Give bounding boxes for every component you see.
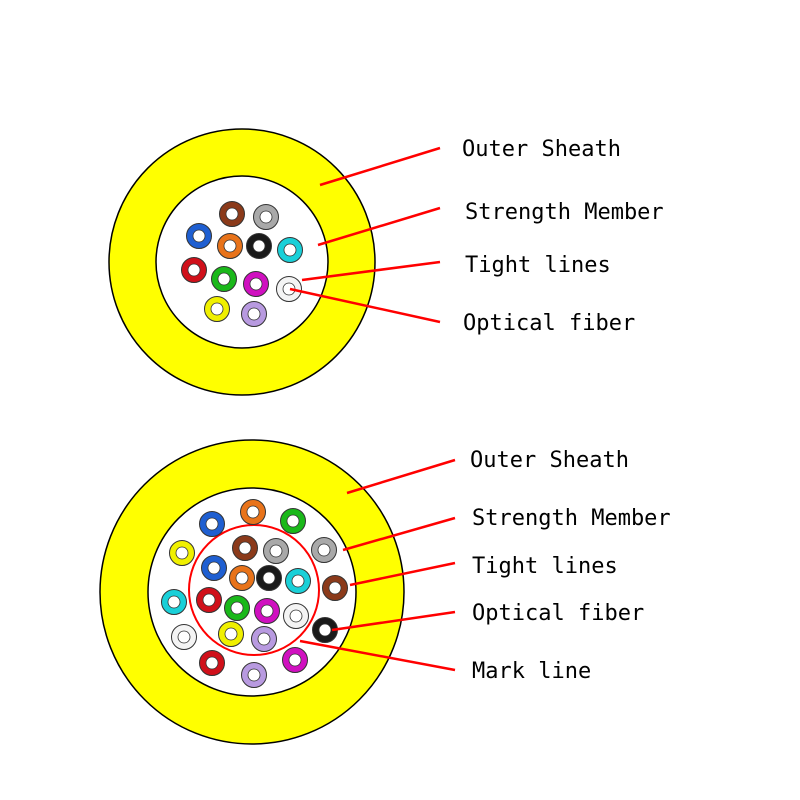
cable-2-inner-fiber-core-5 xyxy=(291,574,305,588)
cable-1-fiber-core-1 xyxy=(259,210,273,224)
cable-1-fiber-core-0 xyxy=(225,207,239,221)
cable-1-fiber-gray xyxy=(253,204,279,230)
cable-1-fiber-core-5 xyxy=(283,243,297,257)
cable-2-mark-line xyxy=(188,524,320,656)
cable-2-leader-optical-fiber xyxy=(331,610,456,632)
cable-2-leader-strength-member xyxy=(342,516,456,552)
cable-2-outer-fiber-core-2 xyxy=(286,514,300,528)
cable-2-label-optical-fiber: Optical fiber xyxy=(472,601,644,626)
cable-2-outer-fiber-aqua xyxy=(161,589,187,615)
cable-1-leader-outer-sheath xyxy=(319,146,441,187)
cable-2-inner-fiber-brown xyxy=(232,535,258,561)
cable-2-outer-fiber-orange xyxy=(240,499,266,525)
cable-2-outer-fiber-core-11 xyxy=(288,653,302,667)
cable-2-outer-fiber-core-5 xyxy=(328,581,342,595)
cable-1-fiber-white xyxy=(276,276,302,302)
cable-1-fiber-red xyxy=(181,257,207,283)
cable-1-fiber-core-4 xyxy=(252,239,266,253)
cable-2-inner-fiber-aqua xyxy=(285,568,311,594)
cable-2-outer-fiber-red xyxy=(199,650,225,676)
cable-2-outer-fiber-black xyxy=(312,617,338,643)
cable-1-fiber-violet xyxy=(241,301,267,327)
cable-2-outer-fiber-core-4 xyxy=(317,543,331,557)
cable-2-inner-fiber-white xyxy=(283,603,309,629)
cable-2-strength-member xyxy=(147,487,357,697)
cable-1-leader-tight-lines xyxy=(301,260,441,282)
cable-1-fiber-core-11 xyxy=(247,307,261,321)
cable-2-label-outer-sheath: Outer Sheath xyxy=(470,448,629,473)
cable-2-leader-outer-sheath xyxy=(346,458,456,495)
cable-2-inner-fiber-core-4 xyxy=(262,571,276,585)
cable-1-fiber-core-3 xyxy=(223,239,237,253)
cable-2-inner-fiber-core-1 xyxy=(269,544,283,558)
cable-1-fiber-core-2 xyxy=(192,229,206,243)
cable-2-inner-fiber-yellow xyxy=(218,621,244,647)
cable-2-outer-fiber-green xyxy=(280,508,306,534)
cable-1-fiber-core-8 xyxy=(249,277,263,291)
cable-1-label-optical-fiber: Optical fiber xyxy=(463,311,635,336)
cable-1-fiber-green xyxy=(211,266,237,292)
cable-2-inner-fiber-core-0 xyxy=(238,541,252,555)
cable-1-leader-strength-member xyxy=(317,206,441,247)
cable-2-inner-fiber-core-11 xyxy=(257,632,271,646)
cable-2-outer-fiber-core-0 xyxy=(246,505,260,519)
cable-2-label-strength-member: Strength Member xyxy=(472,506,671,531)
cable-2-inner-fiber-black xyxy=(256,565,282,591)
cable-2-outer-fiber-core-6 xyxy=(167,595,181,609)
cable-2-inner-fiber-core-10 xyxy=(224,627,238,641)
cable-2-outer-fiber-violet-pink xyxy=(282,647,308,673)
cable-2-inner-fiber-gray xyxy=(263,538,289,564)
cable-2-outer-fiber-blue xyxy=(199,511,225,537)
cable-2-inner-fiber-core-3 xyxy=(235,571,249,585)
cable-1-fiber-aqua xyxy=(277,237,303,263)
cable-2-leader-mark-line xyxy=(299,639,456,672)
cable-2-inner-fiber-core-7 xyxy=(230,601,244,615)
cable-2-outer-fiber-core-1 xyxy=(205,517,219,531)
cable-2-inner-fiber-blue xyxy=(201,555,227,581)
cable-1-fiber-core-10 xyxy=(210,302,224,316)
cable-2-outer-fiber-yellow xyxy=(169,540,195,566)
cable-1-fiber-blue xyxy=(186,223,212,249)
cable-1: Outer Sheath Strength Member Tight lines… xyxy=(108,128,664,396)
cable-2-inner-fiber-core-6 xyxy=(202,593,216,607)
cable-2-inner-fiber-green xyxy=(224,595,250,621)
cable-2-outer-fiber-core-10 xyxy=(247,668,261,682)
cable-1-fiber-brown xyxy=(219,201,245,227)
cable-2-inner-fiber-violet-pink xyxy=(254,598,280,624)
cable-2-inner-fiber-orange xyxy=(229,565,255,591)
cable-2-outer-fiber-gray xyxy=(311,537,337,563)
cable-1-label-strength-member: Strength Member xyxy=(465,200,664,225)
cable-2-outer-fiber-core-8 xyxy=(318,623,332,637)
cable-2-label-mark-line: Mark line xyxy=(472,659,591,684)
cable-1-strength-member xyxy=(155,175,329,349)
cable-2-inner-fiber-core-2 xyxy=(207,561,221,575)
cable-1-leader-optical-fiber xyxy=(289,287,441,324)
cable-2-outer-fiber-core-3 xyxy=(175,546,189,560)
cable-2-label-tight-lines: Tight lines xyxy=(472,554,618,579)
cable-2-inner-fiber-violet xyxy=(251,626,277,652)
cable-2-leader-tight-lines xyxy=(349,561,456,587)
cable-1-fiber-black xyxy=(246,233,272,259)
cable-1-fiber-core-7 xyxy=(217,272,231,286)
cable-1-fiber-violet-pink xyxy=(243,271,269,297)
cable-2-inner-fiber-core-9 xyxy=(289,609,303,623)
cable-2-outer-fiber-white xyxy=(171,624,197,650)
cable-2-outer-fiber-core-7 xyxy=(177,630,191,644)
cable-1-label-outer-sheath: Outer Sheath xyxy=(462,137,621,162)
cable-2-inner-fiber-red xyxy=(196,587,222,613)
cable-1-fiber-group xyxy=(181,201,303,327)
cable-2-outer-fiber-core-9 xyxy=(205,656,219,670)
cable-1-fiber-orange xyxy=(217,233,243,259)
cable-1-fiber-core-6 xyxy=(187,263,201,277)
cable-2-outer-fiber-violet xyxy=(241,662,267,688)
cable-2-outer-fiber-brown xyxy=(322,575,348,601)
cable-1-label-tight-lines: Tight lines xyxy=(465,253,611,278)
cable-2-fiber-group xyxy=(161,499,348,688)
cable-2-inner-fiber-core-8 xyxy=(260,604,274,618)
cable-1-fiber-yellow xyxy=(204,296,230,322)
cable-2: Outer Sheath Strength Member Tight lines… xyxy=(99,439,671,745)
